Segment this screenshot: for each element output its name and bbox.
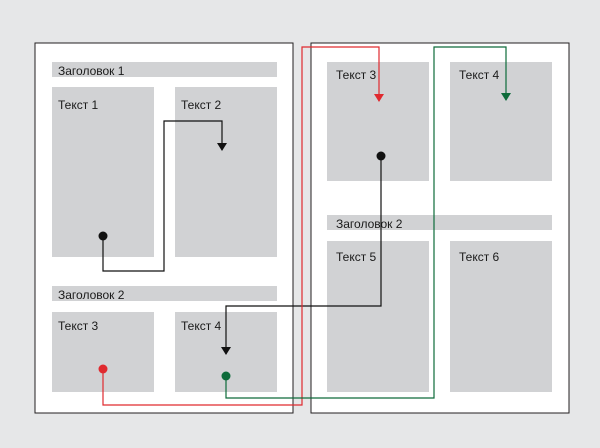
right-text-5-block [327, 241, 429, 392]
right-text-3-label: Текст 3 [336, 68, 377, 82]
flow-start-dot-red [98, 364, 108, 374]
left-heading-2-label: Заголовок 2 [58, 288, 125, 302]
flow-arrow-black-right-text3-to-left-text4 [221, 156, 382, 355]
left-text-4-label: Текст 4 [181, 319, 222, 333]
left-heading-1-block [52, 62, 277, 77]
flow-start-dot-green [221, 371, 231, 381]
left-text-3-label: Текст 3 [58, 319, 99, 333]
right-text-5-label: Текст 5 [336, 250, 377, 264]
right-text-4-block [450, 62, 552, 181]
left-text-1-block [52, 87, 154, 257]
flow-start-dot-black-2 [376, 151, 386, 161]
left-text-2-block [175, 87, 277, 257]
right-heading-2-block [327, 215, 552, 230]
flow-arrow-red-left-text3-to-right-text3 [102, 46, 384, 406]
right-text-6-label: Текст 6 [459, 250, 500, 264]
right-text-6-block [450, 241, 552, 392]
left-heading-1-label: Заголовок 1 [58, 64, 125, 78]
right-text-3-block [327, 62, 429, 181]
flow-start-dot-black-1 [98, 231, 108, 241]
right-heading-2-label: Заголовок 2 [336, 217, 403, 231]
left-text-2-label: Текст 2 [181, 98, 222, 112]
flow-arrow-black-text1-to-text2 [102, 120, 227, 272]
flow-arrow-green-left-text4-to-right-text4 [225, 46, 511, 399]
right-text-4-label: Текст 4 [459, 68, 500, 82]
left-text-1-label: Текст 1 [58, 98, 99, 112]
left-heading-2-block [52, 286, 277, 301]
